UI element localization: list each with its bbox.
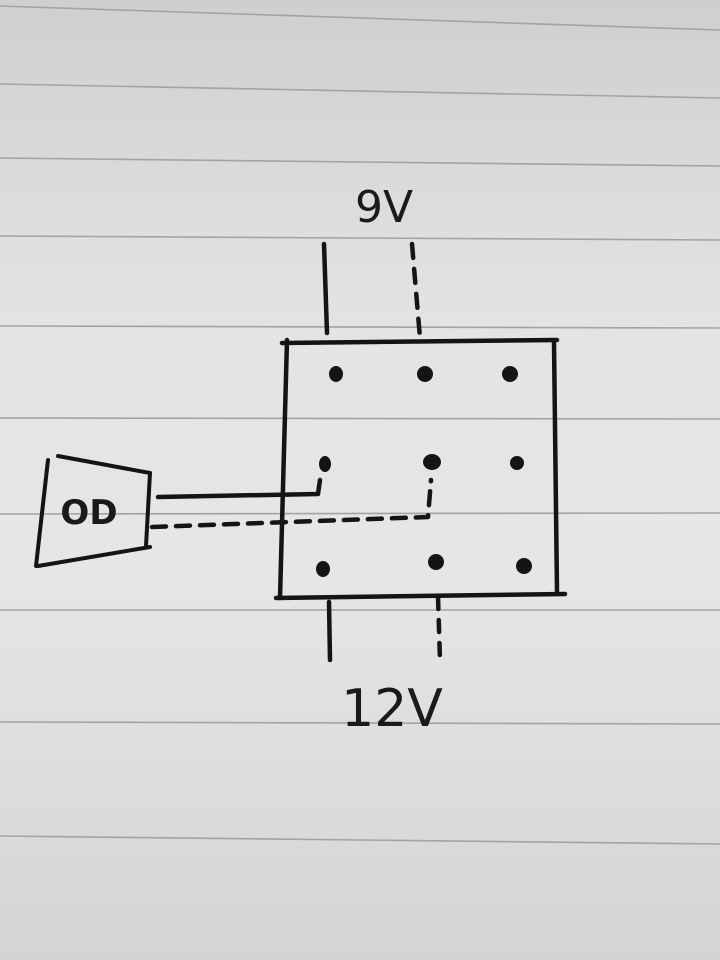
pin-dot [316, 561, 330, 577]
connector-label: OD [60, 493, 117, 533]
wire-plug-solid [155, 477, 323, 500]
pin-grid [316, 366, 532, 577]
pin-dot [428, 554, 444, 570]
pin-dot [516, 558, 532, 574]
pin-dot [423, 454, 441, 470]
pin-dot [417, 366, 433, 382]
pin-dot [502, 366, 518, 382]
wire-top-solid [321, 241, 330, 336]
label-9v: 9V [355, 182, 413, 233]
pin-dot [329, 366, 343, 382]
ruled-lines [0, 5, 720, 845]
wire-plug-dashed [149, 477, 434, 530]
switch-box [273, 337, 568, 601]
pin-dot [510, 456, 524, 470]
wire-bottom-dashed [435, 594, 443, 663]
wire-top-dashed [409, 241, 423, 341]
wire-bottom-solid [326, 599, 333, 663]
label-12v: 12V [341, 679, 443, 739]
pin-dot [319, 456, 331, 472]
connector-plug [34, 454, 152, 568]
